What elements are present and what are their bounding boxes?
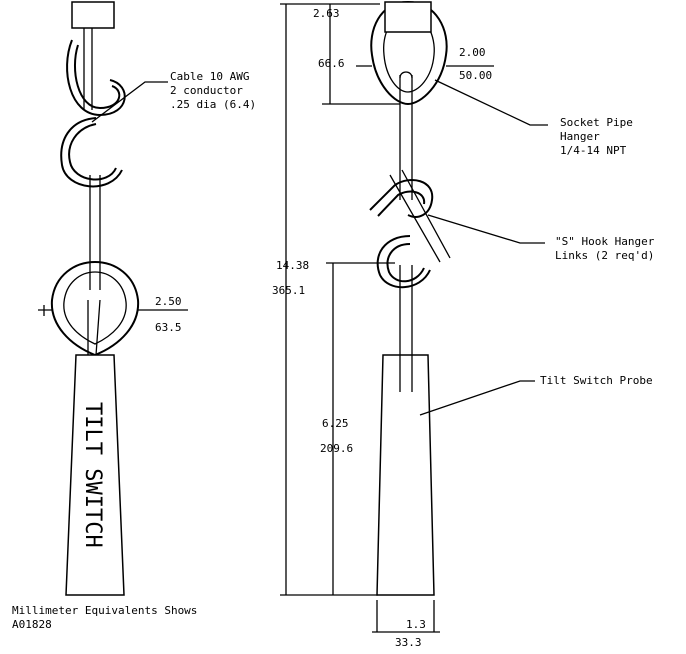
socket-height-mm: 66.6: [318, 57, 345, 70]
bottom-width-dim: [372, 600, 440, 633]
cable-label-3: .25 dia (6.4): [170, 98, 256, 111]
cable-label-1: Cable 10 AWG: [170, 70, 249, 83]
left-assembly: TILT SWITCH: [38, 1, 188, 596]
probe-leader: [419, 380, 535, 416]
left-s-hook-upper: [66, 39, 126, 117]
socket-label-1: Socket Pipe: [560, 116, 633, 129]
footer-note: Millimeter Equivalents Shows: [12, 604, 197, 617]
hook-leader: [427, 214, 545, 244]
probe-height-in: 6.25: [322, 417, 349, 430]
left-triangle-hanger: [50, 260, 140, 357]
cable-label-2: 2 conductor: [170, 84, 243, 97]
bottom-width-mm: 33.3: [395, 636, 422, 649]
left-socket-block: [71, 1, 115, 29]
socket-height-dim: [322, 4, 400, 105]
socket-width-in: 2.00: [459, 46, 486, 59]
probe-label: Tilt Switch Probe: [540, 374, 653, 387]
left-width-mm: 63.5: [155, 321, 182, 334]
socket-label-2: Hanger: [560, 130, 600, 143]
socket-label-3: 1/4-14 NPT: [560, 144, 627, 157]
hook-label-1: "S" Hook Hanger: [555, 235, 655, 248]
left-link: [89, 175, 101, 290]
left-cable: [83, 28, 93, 110]
right-s-hook: [369, 179, 434, 218]
bottom-width-in: 1.3: [406, 618, 426, 631]
socket-leader: [434, 79, 548, 126]
probe-height-mm: 209.6: [320, 442, 353, 455]
cable-leader: [91, 81, 168, 123]
total-height-in: 14.38: [276, 259, 309, 272]
probe-height-dim: [326, 262, 395, 595]
socket-height-in: 2.63: [313, 7, 340, 20]
left-s-hook-lower: [60, 117, 123, 188]
right-probe-body: [376, 354, 435, 596]
socket-width-mm: 50.00: [459, 69, 492, 82]
footer-code: A01828: [12, 618, 52, 631]
left-probe-body: [65, 354, 125, 596]
right-socket-block: [384, 1, 432, 33]
hook-label-2: Links (2 req'd): [555, 249, 654, 262]
total-height-mm: 365.1: [272, 284, 305, 297]
right-assembly: [280, 0, 494, 633]
right-socket-hanger: [370, 0, 448, 106]
probe-label-text: TILT SWITCH: [80, 402, 105, 548]
left-width-in: 2.50: [155, 295, 182, 308]
